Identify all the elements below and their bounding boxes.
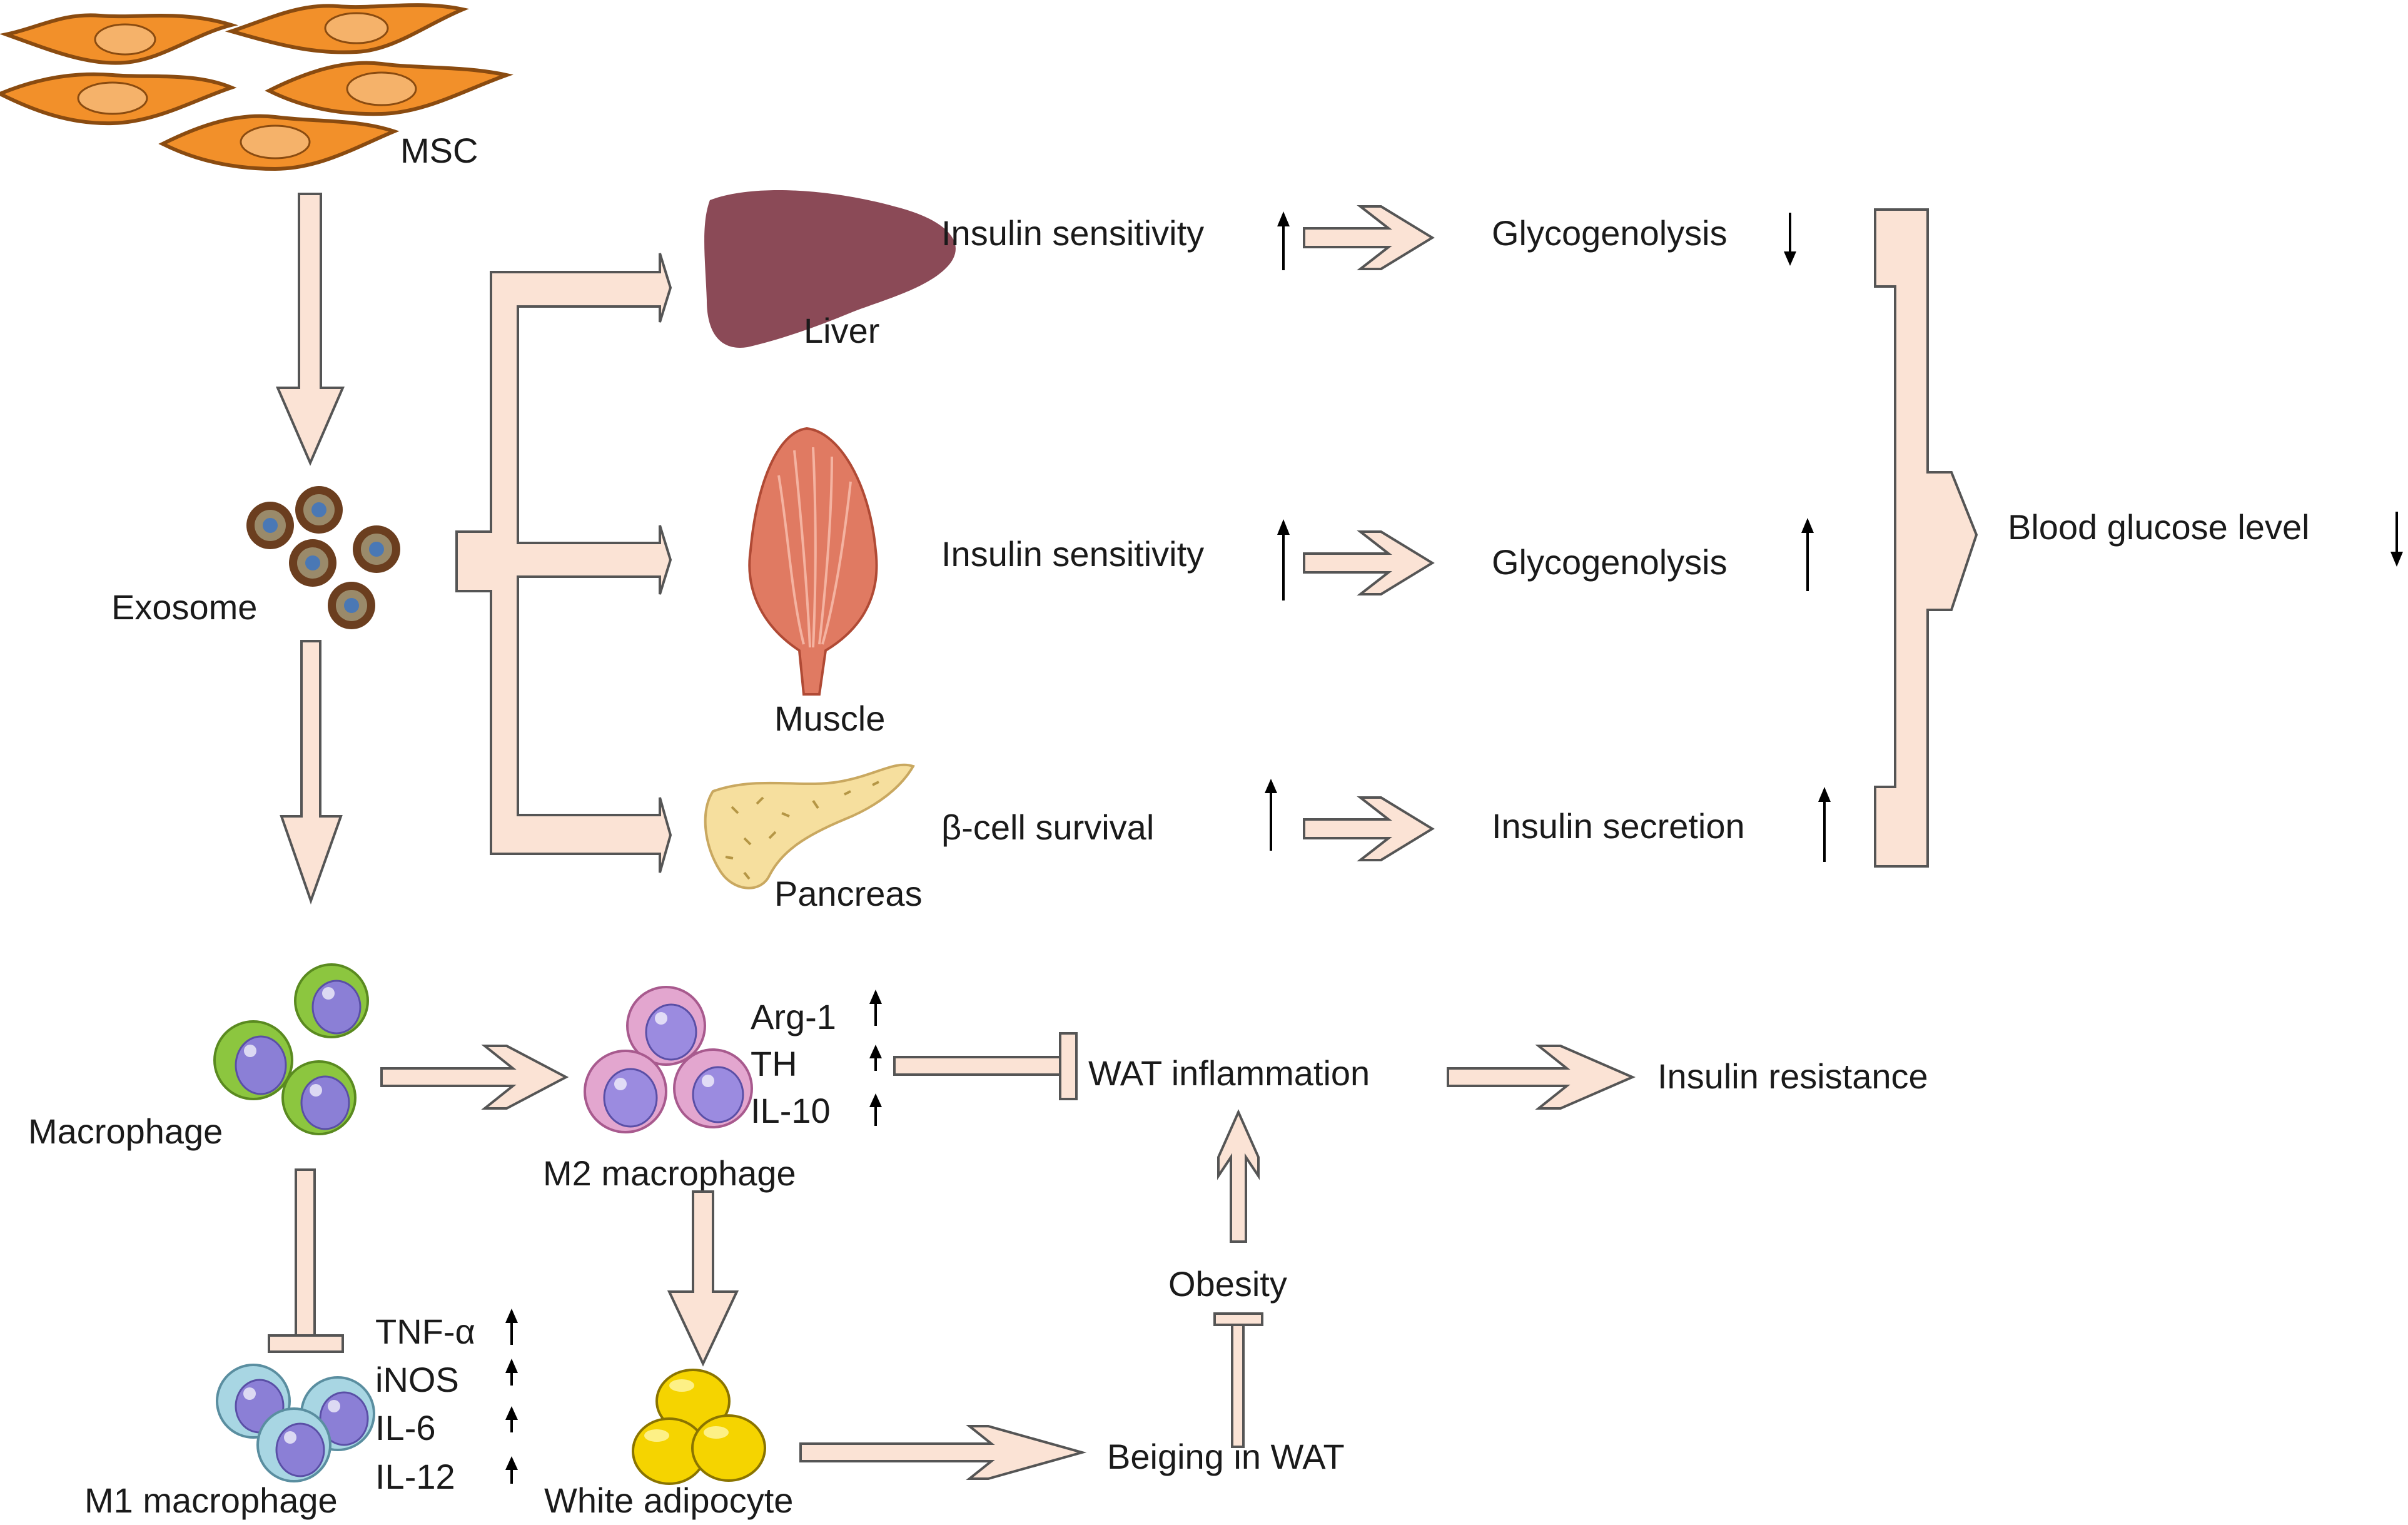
macrophage-label: Macrophage <box>28 1112 223 1151</box>
msc-label: MSC <box>400 131 478 170</box>
insulin-resistance-label: Insulin resistance <box>1657 1056 1928 1096</box>
msc-cells <box>0 3 513 171</box>
liver-label: Liver <box>804 311 879 350</box>
pancreas-result-text: Insulin secretion <box>1492 806 1745 846</box>
up-arrow-icon <box>869 1093 882 1126</box>
up-arrow-icon <box>505 1456 518 1484</box>
up-arrow-icon <box>869 1045 882 1071</box>
branch-arrow-organs <box>455 253 672 873</box>
m2-macrophage-label: M2 macrophage <box>543 1153 796 1193</box>
up-arrow-icon <box>869 990 882 1026</box>
obesity-label: Obesity <box>1168 1264 1287 1304</box>
pancreas-effect-text: β-cell survival <box>941 808 1154 847</box>
m1-macrophage-cells <box>216 1364 375 1482</box>
arrow-msc-to-exosome <box>275 193 345 467</box>
liver-image <box>704 190 956 348</box>
white-adipocyte-cells <box>632 1369 766 1485</box>
pancreas-label: Pancreas <box>774 874 923 913</box>
white-adipocyte-label: White adipocyte <box>544 1481 793 1520</box>
arrow-obesity-to-wat <box>1217 1109 1260 1243</box>
up-arrow-icon <box>1265 779 1277 851</box>
up-arrow-icon <box>1801 518 1814 591</box>
arrow-liver-effect <box>1303 205 1435 270</box>
liver-result-text: Glycogenolysis <box>1492 213 1728 253</box>
inhibit-macrophage-to-m1 <box>268 1168 344 1353</box>
merge-arrow-glucose <box>1874 208 1978 868</box>
down-arrow-icon <box>2390 512 2403 567</box>
m1-macrophage-label: M1 macrophage <box>84 1481 338 1520</box>
arrow-m2-to-adipocyte <box>667 1190 739 1367</box>
arrow-pancreas-effect <box>1303 796 1435 861</box>
macrophage-cells <box>213 963 369 1135</box>
m2-marker: IL-10 <box>751 1091 831 1130</box>
liver-effect-text: Insulin sensitivity <box>941 213 1204 253</box>
arrow-wat-to-insulin-resistance <box>1447 1045 1636 1110</box>
wat-inflammation-label: WAT inflammation <box>1088 1053 1370 1093</box>
up-arrow-icon <box>1818 787 1831 862</box>
inhibit-beiging-to-obesity <box>1213 1312 1263 1448</box>
muscle-image <box>748 427 878 696</box>
down-arrow-icon <box>1784 213 1796 266</box>
arrow-adipocyte-to-beiging <box>799 1425 1087 1480</box>
m2-marker: Arg-1 <box>751 997 836 1036</box>
m1-marker: iNOS <box>375 1360 459 1399</box>
exosome-particles <box>246 486 400 629</box>
pancreas-image <box>704 763 915 889</box>
muscle-effect-text: Insulin sensitivity <box>941 534 1204 574</box>
beiging-label: Beiging in WAT <box>1107 1437 1345 1476</box>
muscle-result-text: Glycogenolysis <box>1492 542 1728 582</box>
up-arrow-icon <box>1277 211 1290 270</box>
arrow-muscle-effect <box>1303 530 1435 595</box>
exosome-label: Exosome <box>111 587 257 627</box>
arrow-exosome-to-macrophage <box>280 640 343 905</box>
up-arrow-icon <box>1277 519 1290 600</box>
inhibit-m2-to-wat <box>893 1032 1078 1100</box>
arrow-macrophage-to-m2 <box>380 1045 569 1110</box>
up-arrow-icon <box>505 1359 518 1386</box>
blood-glucose-label: Blood glucose level <box>2008 507 2310 547</box>
muscle-label: Muscle <box>774 699 885 738</box>
m1-marker: IL-12 <box>375 1457 455 1496</box>
m2-macrophage-cells <box>584 986 753 1133</box>
m2-marker: TH <box>751 1044 797 1083</box>
m1-marker: TNF-α <box>375 1312 475 1351</box>
m1-marker: IL-6 <box>375 1408 436 1447</box>
up-arrow-icon <box>505 1406 518 1432</box>
up-arrow-icon <box>505 1309 518 1345</box>
